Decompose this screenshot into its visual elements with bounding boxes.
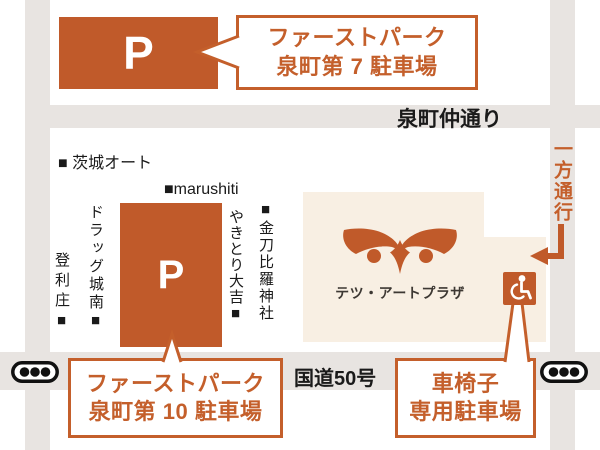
landmark-torisho: 登利庄■ [53,252,70,334]
traffic-light-icon-left [11,361,59,383]
one-way-label: 一方通行 [551,139,572,223]
landmark-ibaraki-auto: ■ 茨城オート [58,155,153,172]
building-tetsu-art-plaza [303,192,484,342]
landmark-marushiti: ■marushiti [164,181,239,198]
wheelchair-label-line2: 専用駐車場 [409,399,522,424]
street-name-izumicho-nakadori: 泉町仲通り [397,108,502,131]
building-name-label: テツ・アートプラザ [335,285,465,301]
owl-logo-icon [335,222,465,278]
parking10-symbol: P [157,253,185,297]
parking7-box: P [59,17,218,89]
landmark-kotohira-shrine: ■金刀比羅神社 [257,201,274,322]
parking10-label: ファーストパーク 泉町第 10 駐車場 [68,358,283,438]
landmark-drug-jonan: ドラッグ城南■ [87,204,104,332]
parking7-label-line1: ファーストパーク [267,25,447,51]
parking7-symbol: P [123,27,154,79]
parking10-label-line1: ファーストパーク [86,370,265,396]
wheelchair-sign [503,272,536,305]
wheelchair-label-line1: 車椅子 [431,370,500,396]
traffic-light-icon-right [540,361,588,383]
road-top-horizontal [25,105,600,128]
parking7-label: ファーストパーク 泉町第 7 駐車場 [236,15,478,90]
landmark-yakitori-daikichi: やきとり大吉■ [227,209,244,323]
street-name-route50: 国道50号 [294,368,377,390]
parking10-box: P [120,203,222,347]
wheelchair-parking-label: 車椅子 専用駐車場 [395,358,536,438]
parking7-label-line2: 泉町第 7 駐車場 [276,53,438,79]
one-way-arrow-icon [520,218,575,273]
parking10-label-line2: 泉町第 10 駐車場 [88,399,263,424]
wheelchair-icon [510,275,532,300]
